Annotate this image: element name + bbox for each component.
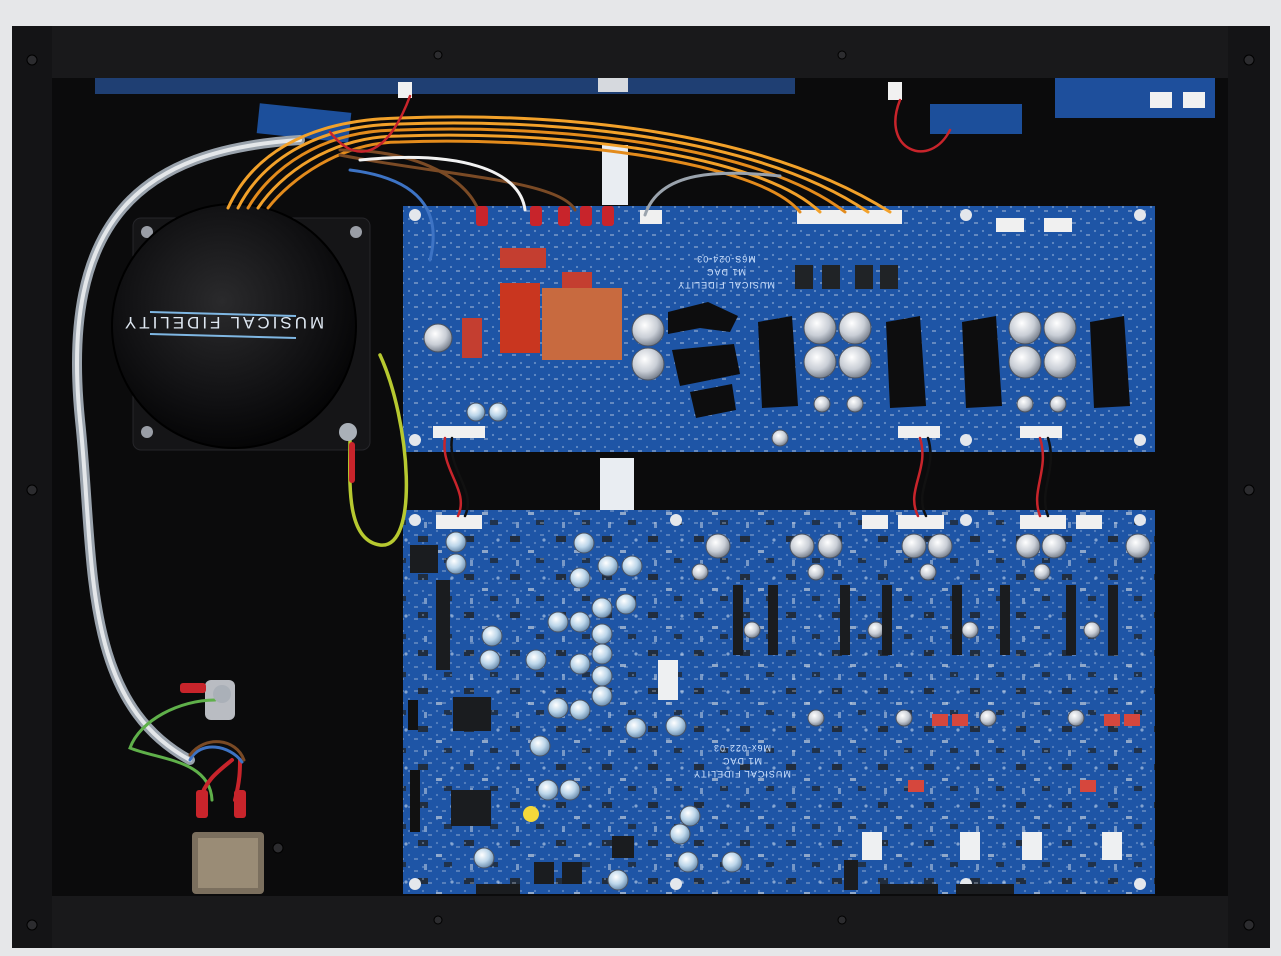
dac-red-components	[908, 714, 1140, 792]
toroidal-transformer	[111, 203, 357, 449]
psu-connectors	[433, 210, 1072, 438]
psu-product-label: M1 DAC	[706, 267, 746, 277]
chassis-top-rail	[52, 26, 1228, 78]
dac-connectors	[436, 515, 1102, 529]
ribbon-board-right	[930, 104, 1022, 134]
psu-transformer-small	[542, 288, 622, 360]
transformer-brand-label: MUSICAL FIDELITY	[122, 313, 324, 332]
psu-capacitors	[423, 311, 1077, 447]
dac-ic-main	[453, 697, 491, 731]
front-panel-board	[95, 78, 795, 94]
mains-relay	[500, 283, 540, 353]
dac-output-chips	[476, 585, 1118, 894]
ribbon-board-left	[256, 103, 352, 143]
psu-heatsinks	[668, 302, 1130, 418]
dac-brand-label: MUSICAL FIDELITY	[693, 769, 791, 779]
psu-mount-holes	[409, 209, 1146, 446]
ring-terminals	[213, 423, 357, 703]
dac-relays	[658, 660, 1122, 860]
wiring-harness	[72, 94, 1053, 802]
dac-model-label: M6x-022-03	[713, 743, 771, 753]
dac-capacitors	[445, 531, 1151, 891]
psu-brand-label: MUSICAL FIDELITY	[677, 280, 775, 290]
chassis-bottom-rail	[52, 896, 1228, 948]
dac-product-label: M1 DAC	[722, 756, 762, 766]
yellow-indicator	[523, 806, 539, 822]
chassis-screws	[26, 50, 1255, 931]
psu-model-label: M6S-024-03	[696, 254, 756, 264]
spade-terminals	[180, 206, 614, 818]
dac-mount-holes	[409, 514, 1146, 890]
ribbon-cable	[600, 458, 634, 510]
front-panel-connectors	[398, 82, 1205, 108]
dac-ic-secondary	[451, 790, 491, 826]
